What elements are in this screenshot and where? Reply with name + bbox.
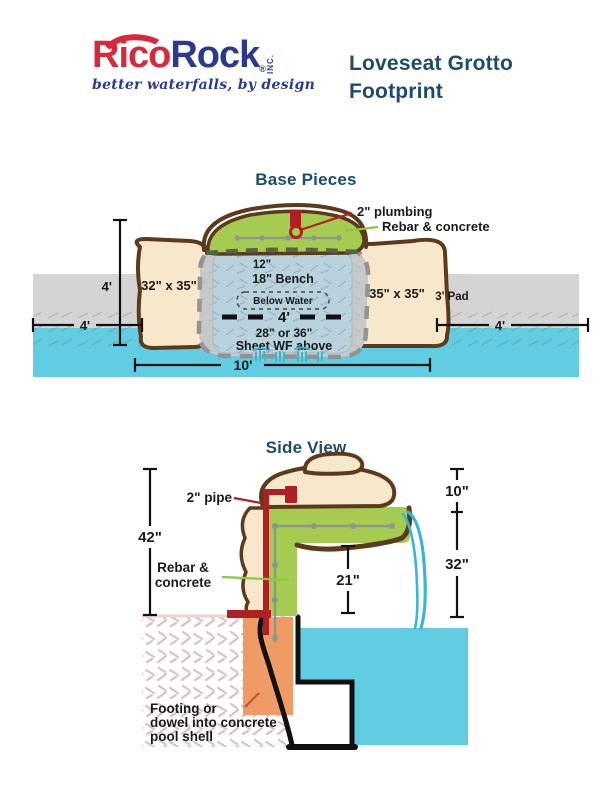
document-title-line2: Footprint <box>349 80 443 104</box>
below-water-box <box>236 291 330 310</box>
logo-rock: Rock <box>170 34 260 76</box>
center-width-label: 4' <box>278 309 290 326</box>
base-pieces-heading: Base Pieces <box>255 170 357 189</box>
left-rock-label: 32" x 35" <box>141 278 197 293</box>
cap-rock-upper <box>302 451 365 476</box>
left-offset-label: 4' <box>80 318 90 333</box>
pool-shell-outline <box>257 614 358 750</box>
side-rebar-dots <box>272 523 395 641</box>
pipe-leader-line <box>233 496 262 505</box>
pad-label: 3' Pad <box>435 291 468 303</box>
footing-leader-line <box>244 692 260 708</box>
sheet-label-line2: Sheet WF above <box>236 339 333 353</box>
footprint-interior-texture <box>213 252 352 353</box>
side-rebar-callout-line1: Rebar & <box>157 560 209 575</box>
rebar-leader-line <box>344 225 379 233</box>
right-rock-label: 35" x 35" <box>369 286 425 301</box>
spout-to-water-label: 32" <box>445 556 469 573</box>
depth-label: 12" <box>253 259 271 271</box>
total-height-label: 42" <box>138 529 162 546</box>
height-dimension-label: 4' <box>102 279 112 294</box>
side-rebar-callout-line2: concrete <box>155 575 212 590</box>
side-view-diagram: 2" pipe Rebar & concrete Footing or dowe… <box>138 451 469 750</box>
side-rebar-lines <box>273 524 392 642</box>
logo-wordmark: RicoRock®INC. <box>92 36 342 74</box>
total-width-dimension <box>133 358 432 372</box>
pool-water <box>300 628 468 745</box>
base-pieces-diagram: 2" plumbing Rebar & concrete 12" 18" Ben… <box>31 203 590 377</box>
rebar-dots <box>234 235 342 241</box>
footing-callout-line2: dowel into concrete <box>150 715 277 730</box>
left-rock <box>134 237 210 350</box>
sheet-label-line1: 28" or 36" <box>256 326 313 340</box>
footing-callout-line1: Footing or <box>150 701 217 716</box>
side-view-heading: Side View <box>265 438 347 457</box>
right-offset-label: 4' <box>495 318 505 333</box>
cap-to-spout-label: 10" <box>445 483 469 500</box>
side-rebar-leader-line <box>221 575 290 582</box>
total-height-dimension <box>143 467 157 617</box>
document-title-line1: Loveseat Grotto <box>349 52 514 75</box>
right-offset-dimension <box>435 318 590 332</box>
below-water-label: Below Water <box>253 296 313 307</box>
water-stream <box>401 510 427 630</box>
rebar-callout: Rebar & concrete <box>382 219 490 234</box>
plumbing-ring <box>289 225 303 239</box>
plumbing-leader-line <box>299 211 353 232</box>
logo-tagline: better waterfalls, by design <box>92 77 316 93</box>
bench-label: 18" Bench <box>252 272 314 286</box>
pipe <box>227 486 297 635</box>
bench-height-label: 21" <box>336 572 360 589</box>
ricorock-logo: RicoRock®INC. better waterfalls, by desi… <box>92 29 342 93</box>
left-offset-dimension <box>31 318 144 332</box>
cap-outer-outline <box>201 203 369 252</box>
drop-dimensions <box>450 467 464 619</box>
plumbing-stub <box>290 210 301 227</box>
pipe-callout: 2" pipe <box>187 490 233 505</box>
document-title: Loveseat Grotto Footprint <box>349 50 513 107</box>
logo-inc: INC. <box>265 54 275 74</box>
total-width-label: 10' <box>234 357 253 373</box>
bench-height-dimension <box>341 544 355 615</box>
water-marks <box>252 346 323 362</box>
registered-mark: ® <box>259 64 266 74</box>
plumbing-callout: 2" plumbing <box>357 204 433 219</box>
side-concrete <box>266 507 411 616</box>
logo-rico: Rico <box>92 34 171 76</box>
footing-callout-line3: pool shell <box>150 729 213 744</box>
